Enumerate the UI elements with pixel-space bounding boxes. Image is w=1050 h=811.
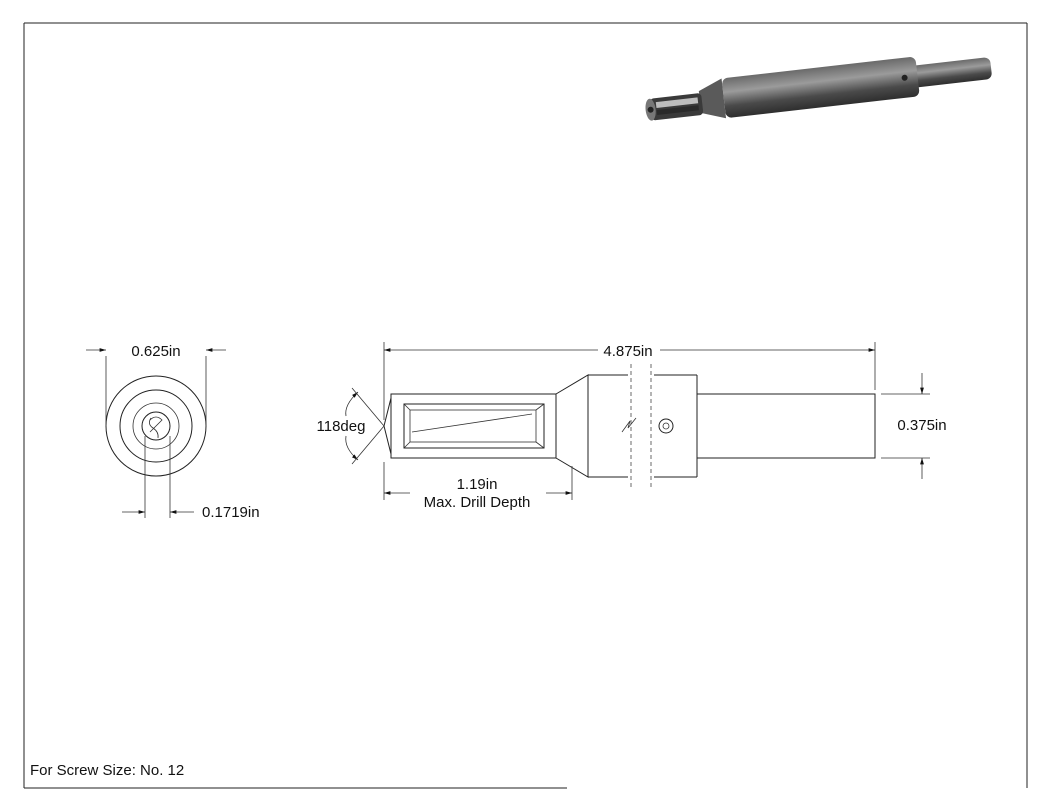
end-view	[105, 375, 207, 477]
dim-shank-diameter: 0.375in	[881, 373, 947, 479]
inner-diameter-label: 0.1719in	[202, 504, 260, 521]
drill-depth-value: 1.19in	[457, 476, 498, 493]
dim-drill-depth: 1.19in Max. Drill Depth	[383, 462, 573, 511]
side-view	[383, 364, 876, 488]
dim-point-angle: 118deg	[317, 387, 385, 465]
isometric-render	[645, 57, 992, 121]
screw-size-note: For Screw Size: No. 12	[30, 762, 184, 779]
overall-length-label: 4.875in	[603, 343, 652, 360]
dim-overall-length: 4.875in	[383, 342, 876, 420]
point-angle-label: 118deg	[317, 418, 366, 435]
sheet-border	[23, 22, 1028, 789]
shank-diameter-label: 0.375in	[897, 417, 946, 434]
dim-inner-diameter: 0.1719in	[122, 436, 260, 521]
outer-diameter-label: 0.625in	[131, 343, 180, 360]
drill-depth-caption: Max. Drill Depth	[424, 494, 531, 511]
dim-outer-diameter: 0.625in	[86, 343, 226, 426]
